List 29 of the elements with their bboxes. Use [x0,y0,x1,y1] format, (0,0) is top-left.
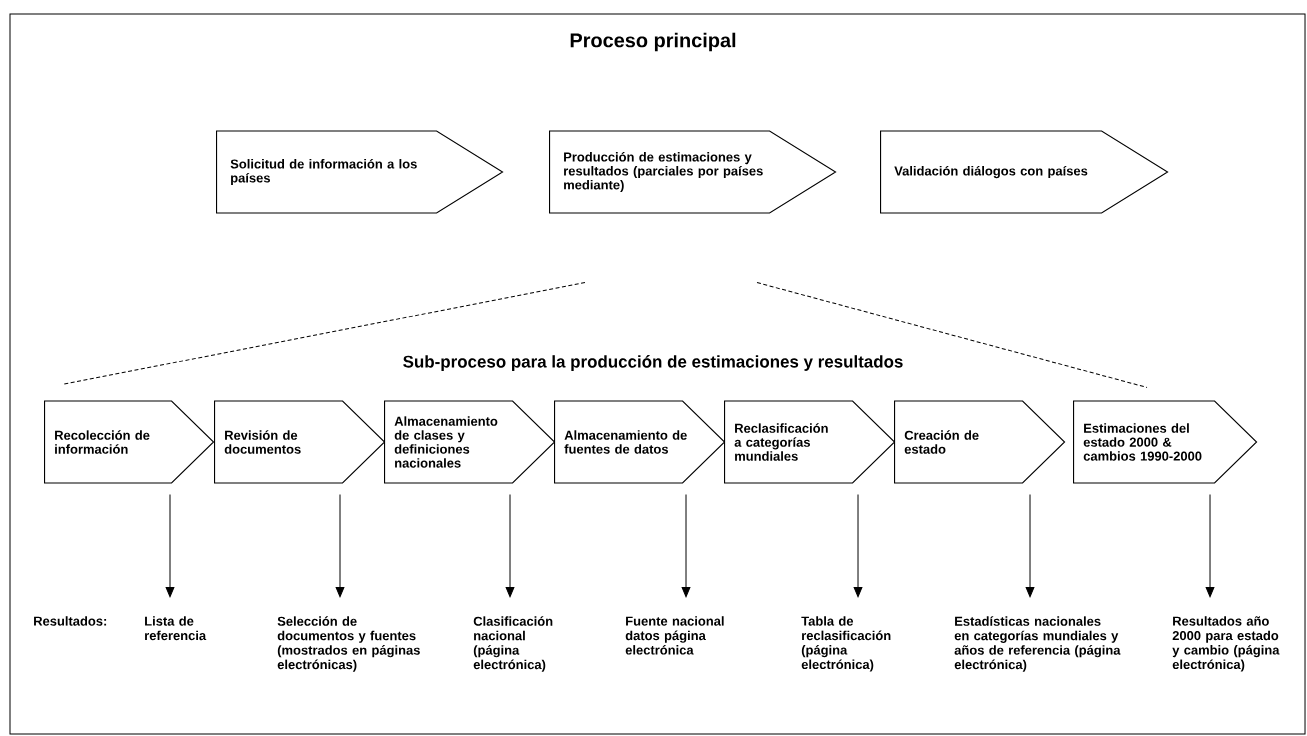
row-label: Resultados: [34,616,107,626]
result-text: Selección de documentos y fuentes (mostrados en páginas electrónicas) [277,616,420,672]
connector-arrow [853,494,863,598]
process-arrow-box: Reclasificación a categorías mundiales [724,400,896,484]
connector-arrow [1205,494,1215,598]
result-text: Estadísticas nacionales en categorías mundiales y años de referencia (página electrónica) [954,616,1121,672]
result-text: Clasificación nacional (página electrónica) [473,616,553,672]
result-text: Fuente nacional datos página electrónica [625,616,724,655]
process-arrow-box: Almacenamiento de fuentes de datos [554,400,726,484]
result-text: Tabla de reclasificación (página electrónica) [801,616,891,672]
connector-arrow [681,494,691,598]
process-arrow-box: Recolección de información [44,400,215,484]
connector-arrow [165,494,175,598]
process-arrow-box: Estimaciones del estado 2000 & cambios 1990-2000 [1073,400,1258,484]
process-arrow-box: Solicitud de información a los países [216,130,504,214]
process-arrow-box: Creación de estado [894,400,1066,484]
result-text: Lista de referencia [145,616,207,641]
title: Proceso principal [570,32,736,52]
process-arrow-box: Almacenamiento de clases y definiciones nacionales [384,400,556,484]
process-arrow-box: Validación diálogos con países [880,130,1169,214]
process-arrow-box: Revisión de documentos [214,400,386,484]
connector-arrow [1025,494,1035,598]
connector-line [756,282,1148,388]
connector-line [61,282,586,385]
process-arrow-box: Producción de estimaciones y resultados (parciales por países mediante) [549,130,837,214]
result-text: Resultados año 2000 para estado y cambio (página electrónica) [1172,616,1280,672]
subtitle: Sub-proceso para la producción de estimaciones y resultados [403,355,903,371]
connector-arrow [335,494,345,598]
connector-arrow [505,494,515,598]
